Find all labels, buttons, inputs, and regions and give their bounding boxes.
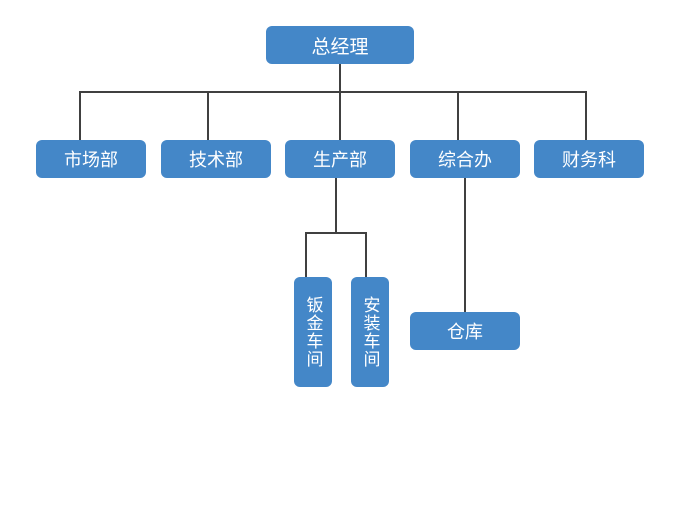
node-general-office[interactable]: 综合办: [410, 140, 520, 178]
connector-to-sheet-metal: [305, 232, 307, 278]
node-general-manager[interactable]: 总经理: [266, 26, 414, 64]
node-market-dept[interactable]: 市场部: [36, 140, 146, 178]
connector-to-general-office: [457, 91, 459, 141]
connector-to-production: [339, 91, 341, 141]
connector-to-finance: [585, 91, 587, 141]
node-production-dept[interactable]: 生产部: [285, 140, 395, 178]
connector-production-down: [335, 177, 337, 234]
node-warehouse[interactable]: 仓库: [410, 312, 520, 350]
connector-to-assembly: [365, 232, 367, 278]
node-tech-dept[interactable]: 技术部: [161, 140, 271, 178]
connector-to-market: [79, 91, 81, 141]
node-finance-dept[interactable]: 财务科: [534, 140, 644, 178]
connector-root-down: [339, 63, 341, 92]
node-assembly-workshop[interactable]: 安装车间: [351, 277, 389, 387]
connector-top-horizontal: [79, 91, 587, 93]
node-sheet-metal-workshop[interactable]: 钣金车间: [294, 277, 332, 387]
connector-to-tech: [207, 91, 209, 141]
connector-production-horizontal: [305, 232, 367, 234]
connector-to-warehouse: [464, 177, 466, 313]
